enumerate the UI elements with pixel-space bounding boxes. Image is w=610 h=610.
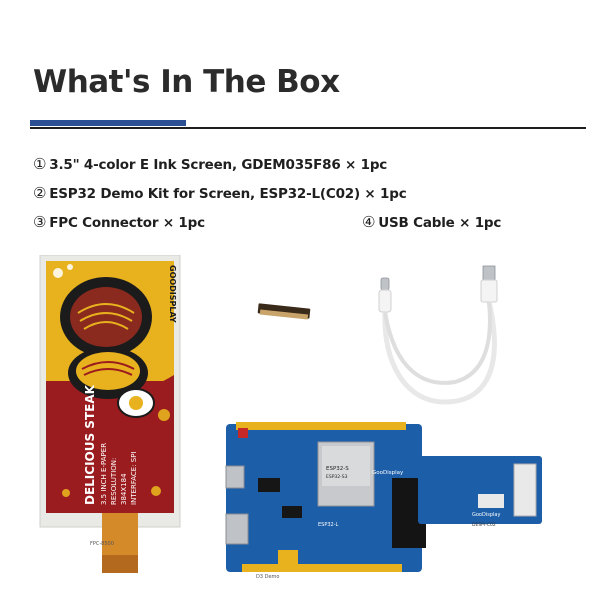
- module-line2-text: ESP32-S3: [326, 474, 348, 480]
- adapter-label-text: DESPI-C02: [472, 522, 496, 528]
- screen-sub-1: 3.5 INCH E-PAPER: [100, 443, 108, 505]
- screen-brand-text: GOODISPLAY: [168, 265, 177, 323]
- esp32-demo-kit-image: ESP32-S ESP32-S3 GooDisplay ESP32-L D3 D…: [225, 422, 542, 580]
- item-4-number: ④: [362, 213, 376, 231]
- item-1-number: ①: [33, 155, 47, 173]
- usb-cable-image: [378, 265, 498, 405]
- board-logo-text: GooDisplay: [372, 470, 404, 476]
- screen-headline-text: DELICIOUS STEAK: [83, 384, 97, 505]
- screen-sub-4: INTERFACE: SPI: [130, 451, 138, 505]
- board-label-text: ESP32-L: [318, 522, 339, 528]
- title-divider: [30, 127, 586, 129]
- item-1-text: 3.5" 4-color E Ink Screen, GDEM035F86 × …: [49, 157, 388, 173]
- title-accent-bar: [30, 120, 186, 126]
- screen-sub-2: RESOLUTION:: [110, 458, 118, 505]
- fpc-connector-image: [257, 303, 311, 320]
- screen-sub-3: 384X184: [120, 473, 128, 505]
- demo-label-text: D3 Demo: [256, 574, 279, 580]
- fpc-label: FPC-8500: [90, 541, 114, 547]
- eink-screen-image: FPC-8500 GOODISPLAY DELICIOUS STEAK 3.5 …: [39, 255, 181, 573]
- page-title: What's In The Box: [33, 64, 340, 100]
- item-4-text: USB Cable × 1pc: [378, 215, 502, 231]
- item-2-text: ESP32 Demo Kit for Screen, ESP32-L(C02) …: [49, 186, 407, 202]
- item-3-text: FPC Connector × 1pc: [49, 215, 205, 231]
- module-brand-text: ESP32-S: [326, 466, 349, 472]
- item-3-number: ③: [33, 213, 47, 231]
- item-2-number: ②: [33, 184, 47, 202]
- adapter-logo-text: GooDisplay: [472, 512, 500, 518]
